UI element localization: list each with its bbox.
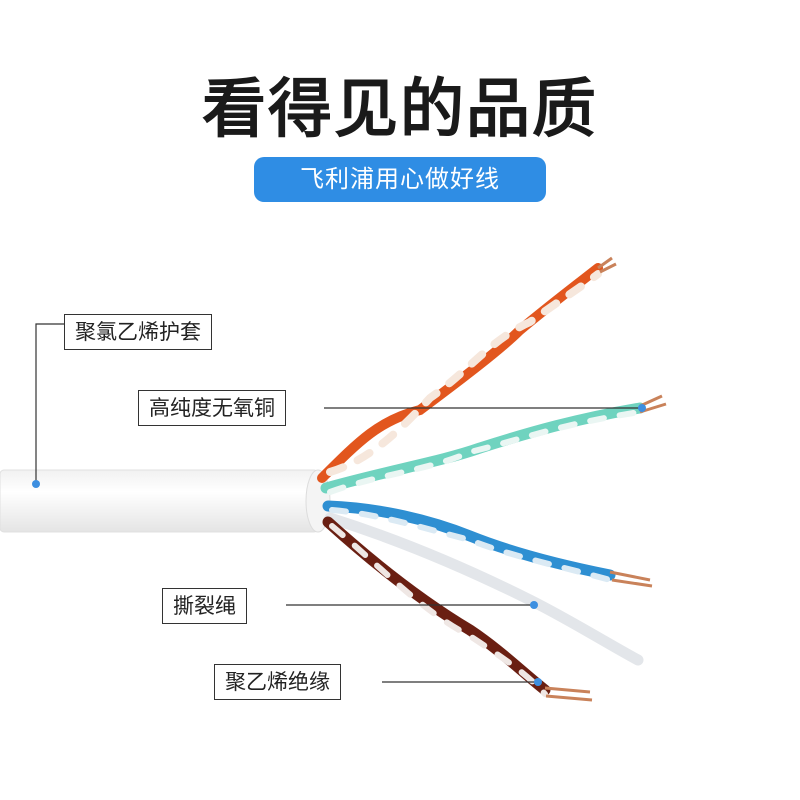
blue-twisted-pair [322,500,653,588]
label-oxygen-free-copper: 高纯度无氧铜 [138,390,286,426]
subtitle-badge: 飞利浦用心做好线 [254,157,546,202]
ripcord-thread [324,512,644,666]
cable-jacket [0,469,331,533]
label-ripcord: 撕裂绳 [162,588,247,624]
label-pvc-jacket: 聚氯乙烯护套 [64,314,212,350]
leader-lines [35,323,642,683]
headline-title: 看得见的品质 [202,73,598,147]
green-twisted-pair [320,394,667,495]
marker-dots [32,404,646,686]
orange-twisted-pair [317,256,617,483]
brown-twisted-pair [322,516,593,702]
label-pe-insulation: 聚乙烯绝缘 [214,664,341,700]
